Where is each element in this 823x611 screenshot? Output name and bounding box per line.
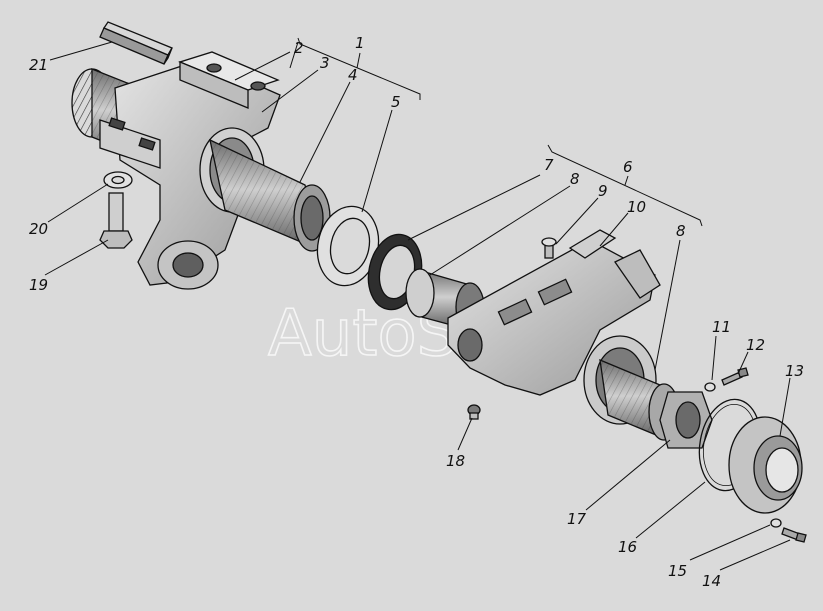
cover-cap-part-13 [728, 416, 803, 514]
bolt-part-9 [541, 237, 557, 259]
thrust-washer-part-5 [316, 205, 380, 287]
leader-lines [44, 37, 791, 571]
callout-labels: 1 2 3 4 5 6 7 8 9 10 8 11 12 13 14 15 16… [29, 34, 804, 590]
bolt-part-12 [721, 367, 749, 386]
callout-17: 17 [567, 510, 587, 528]
callout-18: 18 [446, 452, 465, 470]
callout-19: 19 [29, 276, 48, 294]
callout-12: 12 [746, 336, 765, 354]
callout-20: 20 [29, 220, 48, 238]
grease-fitting-part-18 [467, 404, 481, 420]
key-part-21 [99, 21, 173, 65]
callout-14: 14 [702, 572, 721, 590]
callout-1: 1 [355, 34, 365, 52]
callout-13: 13 [785, 362, 804, 380]
washer-part-20 [103, 171, 133, 189]
callout-3: 3 [320, 54, 330, 72]
callout-2: 2 [294, 39, 304, 57]
callout-6: 6 [623, 158, 633, 176]
callout-4: 4 [348, 66, 358, 84]
callout-7: 7 [544, 156, 554, 174]
callout-16: 16 [618, 538, 637, 556]
callout-15: 15 [668, 562, 687, 580]
callout-10: 10 [627, 198, 646, 216]
bolt-part-14 [781, 527, 807, 543]
washer-part-11 [704, 382, 716, 392]
bolt-part-19 [99, 192, 133, 249]
callout-8-sleeve: 8 [570, 170, 580, 188]
callout-21: 21 [29, 56, 48, 74]
nut-part-17 [659, 391, 713, 449]
callout-5: 5 [391, 93, 401, 111]
callout-9: 9 [598, 182, 608, 200]
callout-11: 11 [712, 318, 731, 336]
washer-part-15 [770, 518, 782, 528]
callout-8-hub: 8 [676, 222, 686, 240]
